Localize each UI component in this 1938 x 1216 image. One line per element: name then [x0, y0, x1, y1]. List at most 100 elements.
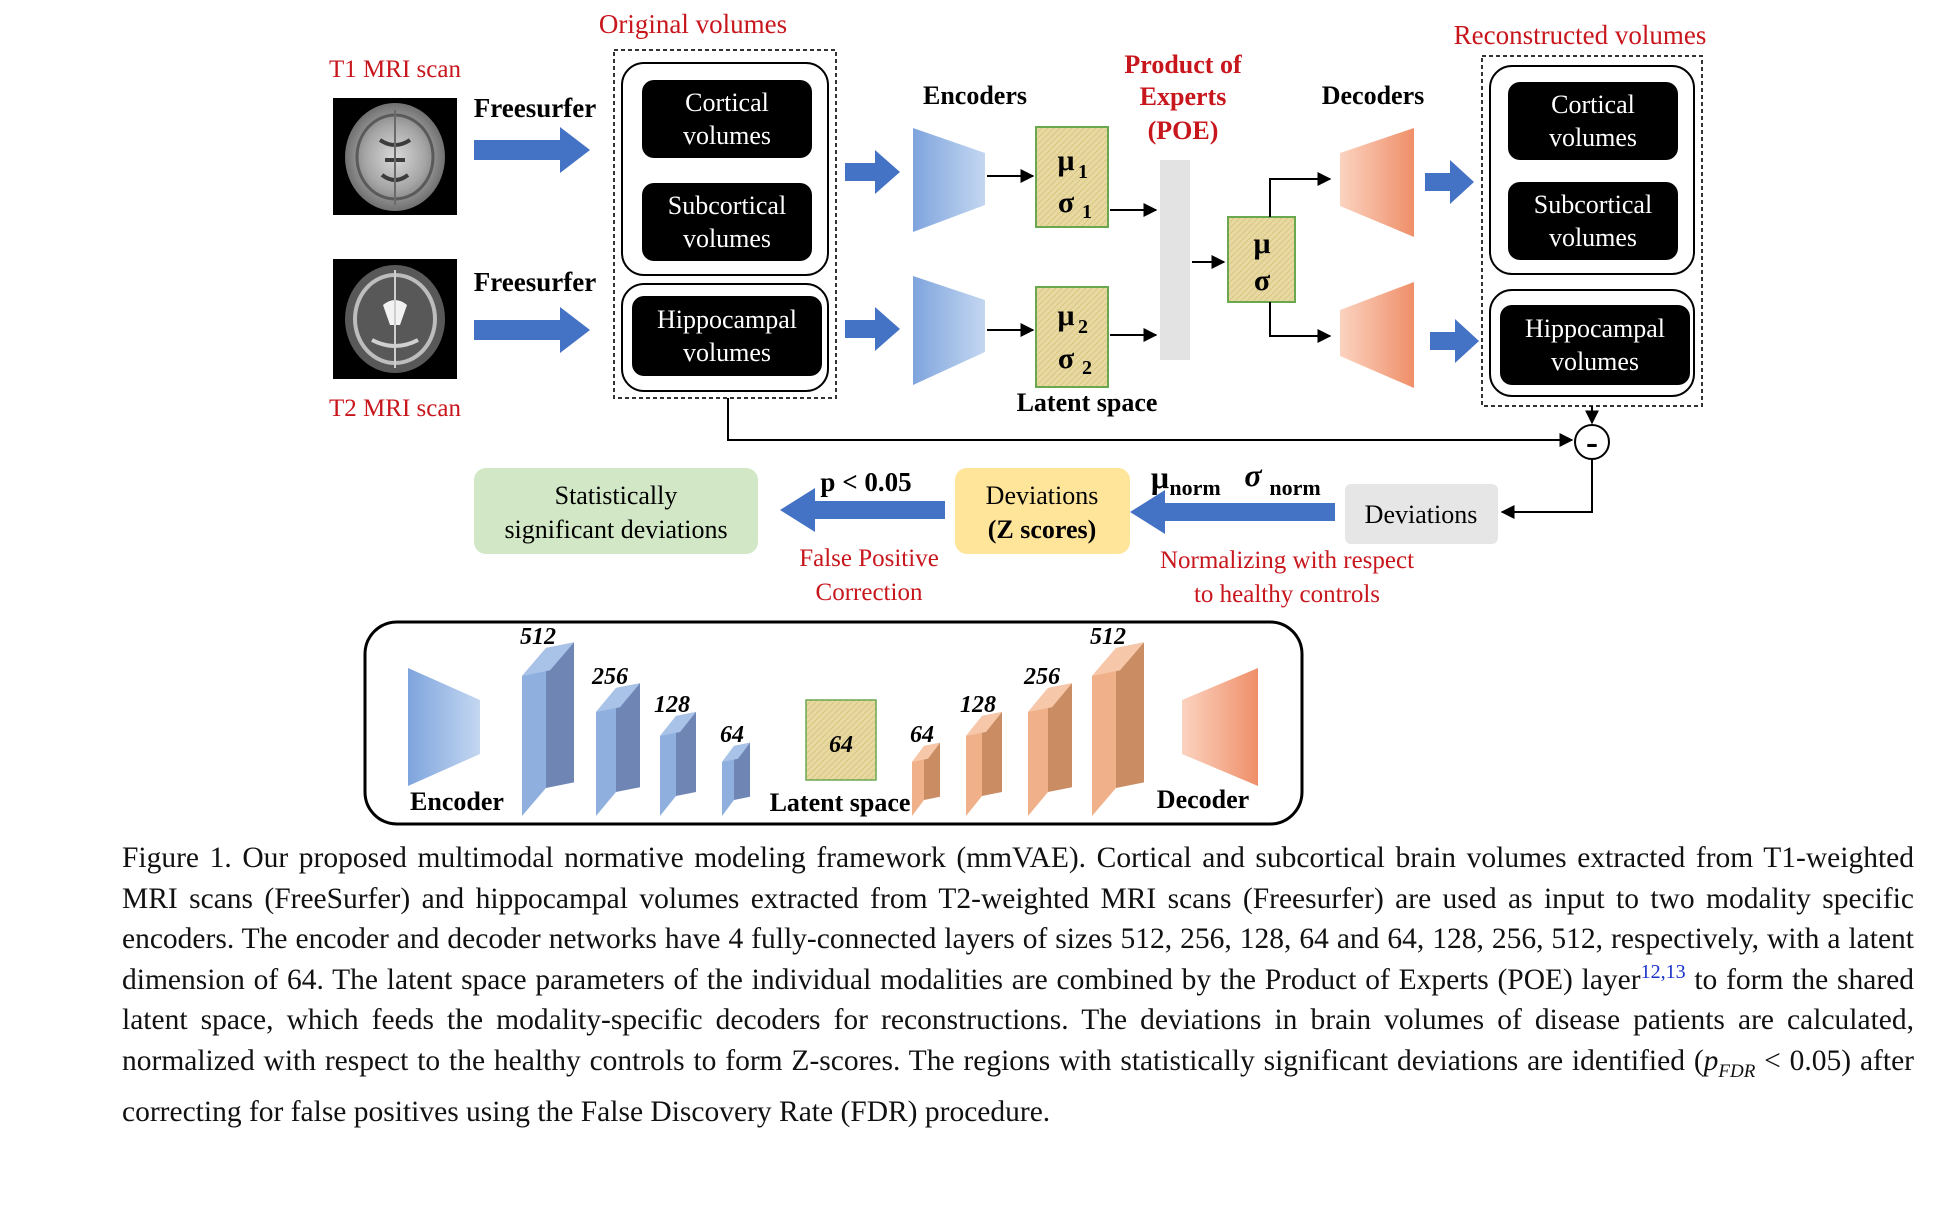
- decoder-layer-64-size: 64: [910, 722, 934, 748]
- svg-text:volumes: volumes: [683, 338, 771, 367]
- decoder-layer-512-size: 512: [1090, 624, 1126, 650]
- output-cortical-volumes: Cortical volumes: [1508, 82, 1678, 160]
- t1-volumes-group: [621, 62, 829, 276]
- svg-text:to healthy controls: to healthy controls: [1194, 581, 1380, 608]
- shared-latent-params: μ σ: [1227, 216, 1296, 303]
- output-hippocampal-volumes: Hippocampal volumes: [1500, 305, 1690, 385]
- normalization-arrow: [1130, 490, 1335, 534]
- svg-text:-: -: [1586, 422, 1598, 462]
- zscore-box: Deviations (Z scores): [955, 468, 1130, 554]
- svg-text:σ: σ: [1058, 186, 1075, 219]
- svg-text:Cortical: Cortical: [1551, 90, 1635, 119]
- svg-text:Experts: Experts: [1140, 82, 1227, 111]
- normalizing-label: Normalizing with respect to healthy cont…: [1160, 547, 1414, 608]
- encoder-layer-128: 128: [654, 692, 696, 816]
- original-volumes-title: Original volumes: [599, 9, 787, 39]
- caption-p-threshold: < 0.05: [1755, 1044, 1842, 1077]
- svg-text:1: 1: [1082, 201, 1092, 223]
- svg-text:Cortical: Cortical: [685, 88, 769, 117]
- svg-text:Hippocampal: Hippocampal: [657, 305, 797, 334]
- freesurfer-arrows: [474, 127, 590, 353]
- svg-text:Product of: Product of: [1124, 50, 1242, 79]
- svg-text:64: 64: [829, 732, 853, 758]
- t2-mri-image: [333, 259, 457, 379]
- encoder-layer-512: 512: [520, 624, 574, 816]
- svg-text:volumes: volumes: [1549, 223, 1637, 252]
- encoder-layer-64: 64: [720, 722, 750, 816]
- fpc-arrow: [780, 488, 945, 532]
- decoder-layer-128: 128: [960, 692, 1002, 816]
- decoder-layer-64: 64: [910, 722, 940, 816]
- svg-text:norm: norm: [1269, 475, 1320, 500]
- t2-scan-label: T2 MRI scan: [329, 395, 461, 422]
- svg-text:μ: μ: [1151, 459, 1169, 495]
- encoder-t1: [913, 128, 985, 232]
- fpc-label: False Positive Correction: [799, 545, 939, 606]
- caption-citation[interactable]: 12,13: [1640, 960, 1686, 983]
- svg-text:Normalizing with respect: Normalizing with respect: [1160, 547, 1414, 574]
- arrow-t1-freesurfer: [474, 127, 590, 173]
- freesurfer-label-t2: Freesurfer: [474, 267, 596, 297]
- svg-text:2: 2: [1082, 357, 1092, 379]
- svg-text:Deviations: Deviations: [986, 481, 1099, 510]
- encoder-input-arrows: [845, 150, 900, 351]
- significant-deviations-box: Statistically significant deviations: [474, 468, 758, 554]
- decoder-t2: [1340, 282, 1414, 388]
- encoder-t2: [913, 276, 985, 385]
- t2-volumes-group: [621, 283, 829, 392]
- reconstructed-volumes-title: Reconstructed volumes: [1454, 20, 1707, 50]
- svg-text:volumes: volumes: [683, 121, 771, 150]
- svg-text:σ: σ: [1254, 264, 1271, 297]
- output-subcortical-volumes: Subcortical volumes: [1508, 182, 1678, 260]
- encoder-layer-64-size: 64: [720, 722, 744, 748]
- arrow-t2-freesurfer: [474, 307, 590, 353]
- svg-text:Correction: Correction: [816, 579, 923, 606]
- t1-scan-label: T1 MRI scan: [329, 56, 461, 83]
- decoder-output-arrows: [1425, 160, 1479, 363]
- svg-text:μ: μ: [1057, 144, 1074, 177]
- svg-text:volumes: volumes: [1551, 347, 1639, 376]
- encoder-layer-256: 256: [591, 664, 640, 816]
- pvalue-label: p < 0.05: [820, 467, 911, 497]
- deviations-box: Deviations: [1345, 484, 1498, 544]
- input-cortical-volumes: Cortical volumes: [642, 80, 812, 158]
- svg-text:volumes: volumes: [1549, 123, 1637, 152]
- poe-layer: [1160, 160, 1190, 360]
- latent-params-2: μ 2 σ 2: [1035, 286, 1109, 388]
- arch-decoder-shape: [1182, 668, 1258, 786]
- arch-latent-label: Latent space: [770, 788, 911, 817]
- architecture-panel: [363, 620, 1304, 826]
- freesurfer-label-t1: Freesurfer: [474, 93, 596, 123]
- decoder-layer-256-size: 256: [1023, 664, 1060, 690]
- svg-text:Statistically: Statistically: [555, 481, 678, 510]
- svg-text:1: 1: [1078, 161, 1088, 183]
- t1-mri-image: [333, 98, 457, 215]
- encoder-layer-128-size: 128: [654, 692, 690, 718]
- svg-text:Subcortical: Subcortical: [1534, 190, 1652, 219]
- subtraction-node: -: [1574, 422, 1610, 462]
- svg-text:significant deviations: significant deviations: [504, 515, 727, 544]
- caption-text-2: to form the shared latent space, which f…: [122, 963, 1914, 1077]
- norm-params-label: μ norm σ norm: [1151, 457, 1321, 500]
- input-subcortical-volumes: Subcortical volumes: [642, 183, 812, 261]
- caption-p-fdr: pFDR: [1703, 1044, 1756, 1082]
- svg-text:μ: μ: [1057, 299, 1074, 332]
- original-volumes-dashed-box: [613, 49, 837, 399]
- caption-text-1: Figure 1. Our proposed multimodal normat…: [122, 842, 1914, 996]
- decoder-t1: [1340, 128, 1414, 237]
- svg-text:Deviations: Deviations: [1365, 500, 1478, 529]
- framework-diagram: Original volumes Reconstructed volumes T…: [329, 9, 1707, 826]
- decoder-layer-128-size: 128: [960, 692, 996, 718]
- svg-text:False Positive: False Positive: [799, 545, 939, 572]
- svg-text:(POE): (POE): [1148, 116, 1219, 145]
- arch-encoder-label: Encoder: [410, 787, 504, 816]
- decoder-layers: 64 128 256 512: [910, 624, 1144, 816]
- svg-text:2: 2: [1078, 316, 1088, 338]
- encoder-layer-256-size: 256: [591, 664, 628, 690]
- figure-caption: Figure 1. Our proposed multimodal normat…: [122, 838, 1914, 1133]
- svg-text:Subcortical: Subcortical: [668, 191, 786, 220]
- encoder-layers: 512 256 128 64: [520, 624, 750, 816]
- svg-text:σ: σ: [1244, 457, 1262, 493]
- poe-label: Product of Experts (POE): [1124, 50, 1242, 145]
- decoder-layer-256: 256: [1023, 664, 1072, 816]
